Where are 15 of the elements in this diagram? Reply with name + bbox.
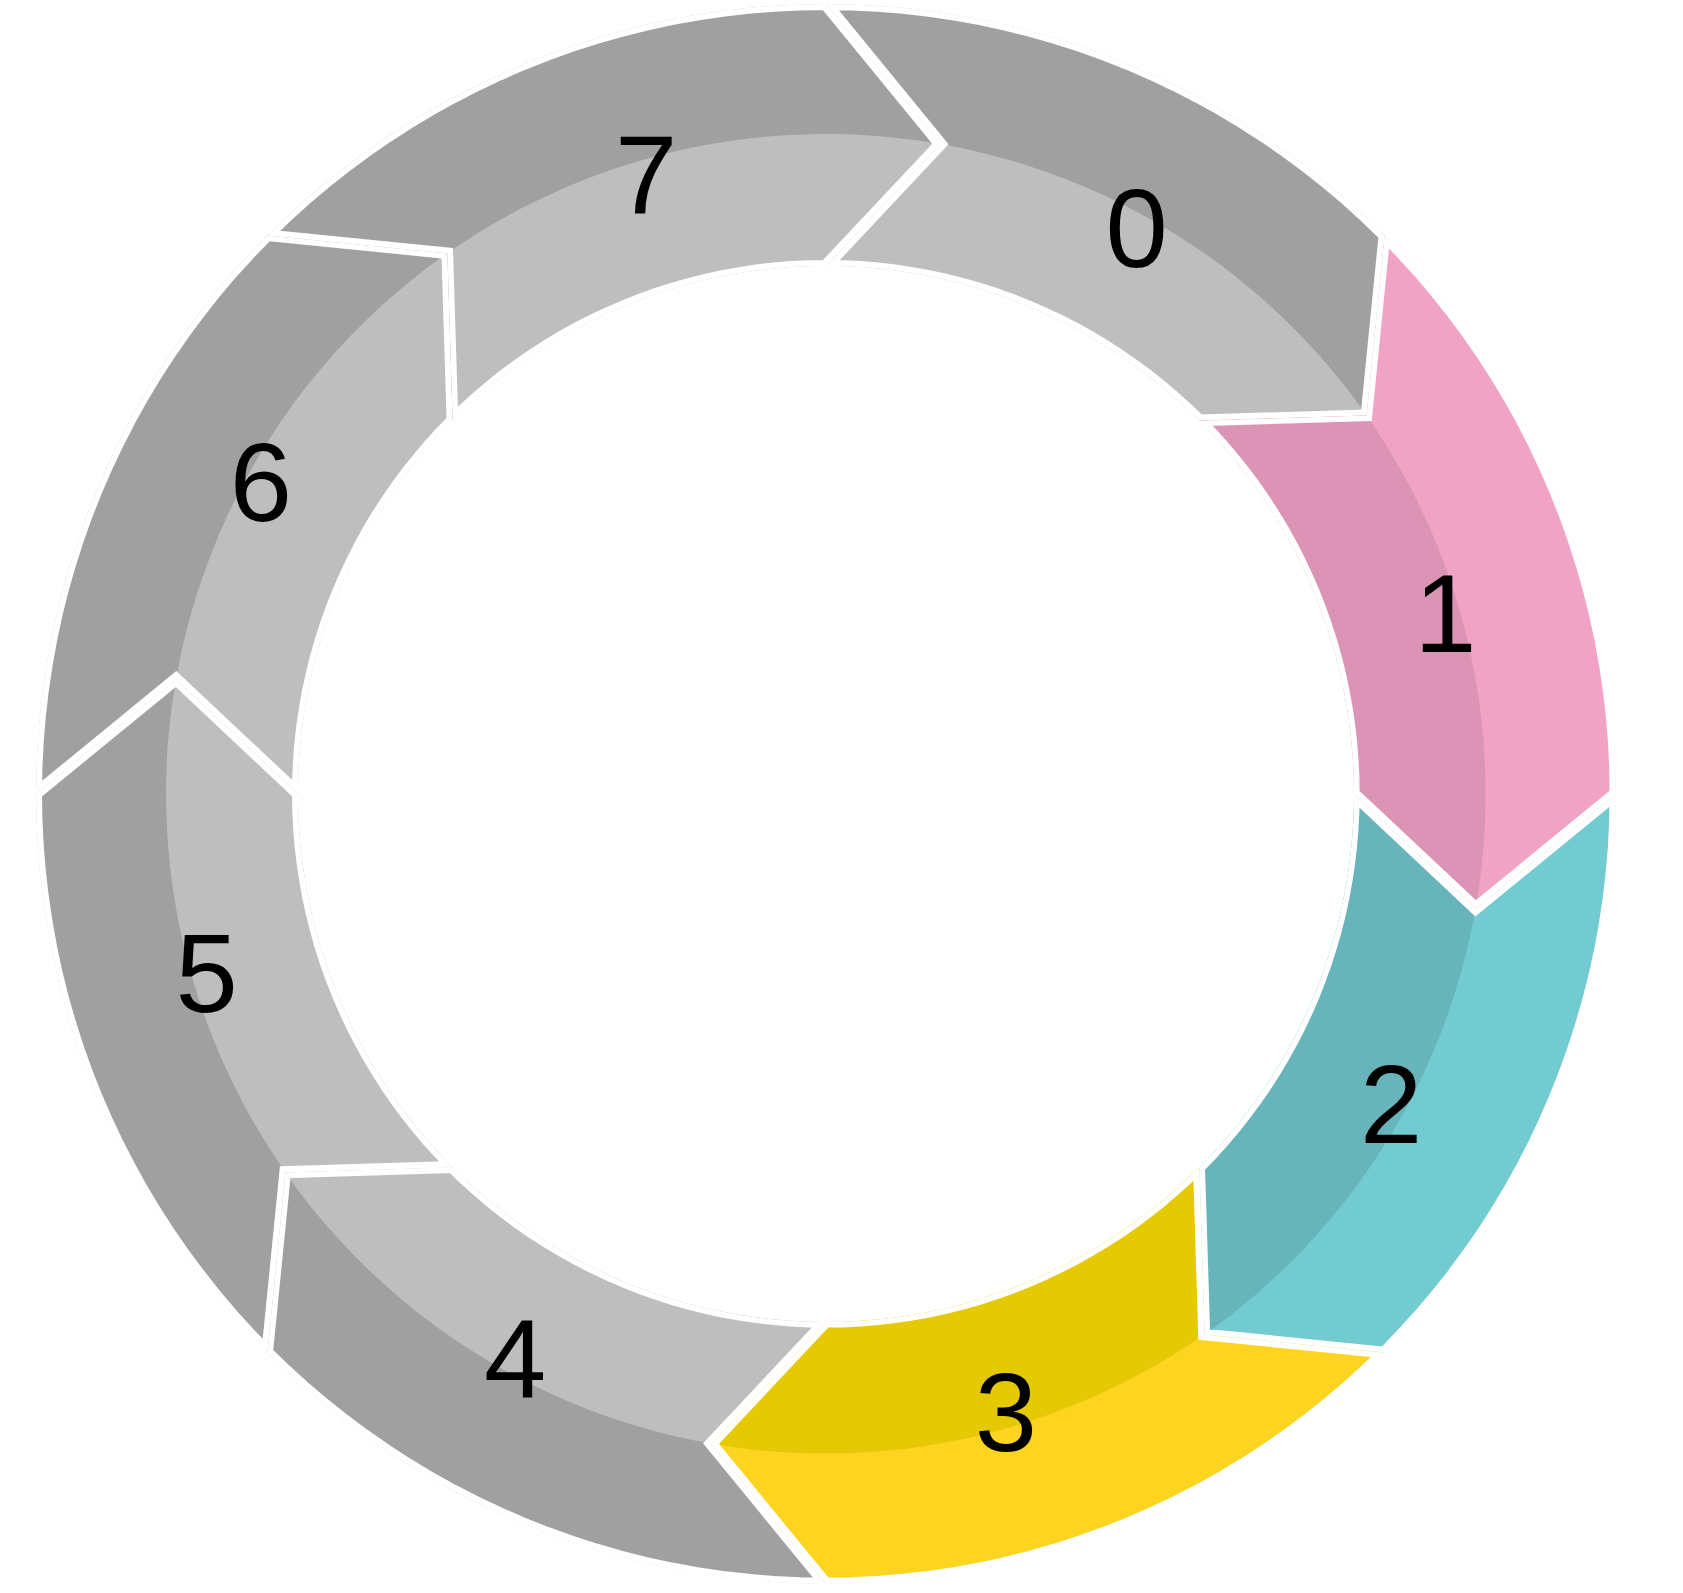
ring-segment (267, 1167, 826, 1584)
ring-segment (36, 679, 453, 1353)
segment-number: 2 (1360, 1048, 1423, 1161)
segment-number: 5 (175, 917, 238, 1030)
ring-segment (1199, 794, 1616, 1353)
segment-number: 0 (1105, 172, 1168, 285)
segment-number: 3 (974, 1357, 1038, 1470)
ring-segment (711, 1167, 1385, 1584)
ring-segment (36, 235, 453, 794)
segment-number: 6 (229, 427, 292, 540)
ring-segment (267, 4, 941, 421)
segment-number: 4 (484, 1303, 547, 1416)
segment-number: 7 (614, 118, 678, 231)
ring-segment (1199, 235, 1616, 909)
segment-number: 1 (1414, 558, 1477, 671)
